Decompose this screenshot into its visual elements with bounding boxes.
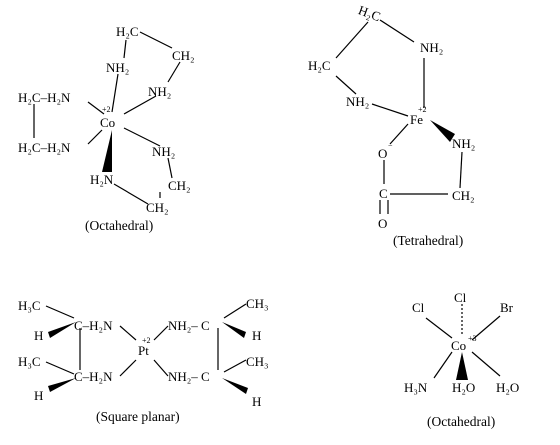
label: CH₂: [452, 188, 475, 203]
bond: [139, 31, 173, 49]
label: H: [34, 328, 43, 343]
bond: [223, 359, 247, 373]
bond: [167, 61, 181, 83]
label: NH₂: [346, 94, 369, 109]
label: H₂O: [452, 380, 475, 395]
charge: +2: [142, 336, 151, 345]
metal-center: Co: [451, 338, 466, 353]
structure-co-oct: Cl Cl Br +3 Co H₃N H₂O H₂O (Octahedral): [404, 290, 519, 429]
bond: [119, 325, 137, 341]
label: H: [252, 328, 261, 343]
label: CH₂: [172, 48, 195, 63]
label: Cl: [454, 290, 467, 305]
bond: [167, 157, 173, 179]
label: NH₂: [148, 84, 171, 99]
label: O: [378, 216, 387, 231]
bond: [123, 95, 157, 115]
wedge-bond: [456, 352, 468, 380]
bond: [425, 317, 453, 339]
bond: [371, 103, 409, 117]
caption: (Square planar): [96, 409, 180, 424]
bond: [433, 351, 453, 379]
bond: [45, 361, 75, 375]
bond: [223, 303, 247, 319]
wedge-bond: [430, 120, 455, 142]
label: Cl: [412, 300, 425, 315]
label: CH₂: [168, 178, 191, 193]
label: NH₂: [106, 60, 129, 75]
structure-pt-sq: H₃C H C–H₂N H₃C H C–H₂N +2 Pt NH₂– C CH₃…: [18, 296, 269, 424]
bond: [153, 359, 169, 377]
bond: [153, 325, 169, 341]
label: H₂N: [90, 172, 114, 187]
label: H₂C–H₂N: [18, 140, 71, 155]
structure-co-en: H₂C CH₂ NH₂ NH₂ H₂C–H₂N +2 Co H₂C–H₂N NH…: [18, 24, 195, 233]
bond: [379, 19, 415, 43]
label: H₃C: [18, 354, 41, 369]
label: NH₂– C: [168, 369, 210, 384]
charge-minus: −: [388, 141, 393, 150]
label: C–H₂N: [74, 318, 113, 333]
label: H₃N: [404, 380, 428, 395]
metal-center: Pt: [138, 343, 149, 358]
caption: (Octahedral): [427, 414, 495, 429]
bond: [389, 123, 409, 145]
label: C–H₂N: [74, 369, 113, 384]
caption: (Octahedral): [85, 218, 153, 233]
label: H₂C: [356, 2, 382, 24]
bond: [119, 359, 137, 377]
label: H₂C–H₂N: [18, 90, 71, 105]
bond: [471, 351, 501, 377]
caption: (Tetrahedral): [393, 233, 463, 248]
bond: [459, 151, 463, 189]
label: NH₂: [420, 40, 443, 55]
bond: [335, 75, 357, 95]
label: CH₂: [146, 200, 169, 215]
bond: [471, 315, 501, 341]
bond: [123, 39, 127, 59]
wedge-bond: [48, 322, 76, 338]
metal-center: Co: [100, 115, 115, 130]
metal-center: Fe: [410, 112, 423, 127]
bond: [335, 21, 369, 59]
label: H₂O: [496, 380, 519, 395]
label: O: [378, 146, 387, 161]
label: H₃C: [18, 298, 41, 313]
charge: +2: [102, 105, 111, 114]
bond: [123, 127, 161, 147]
wedge-bond: [102, 130, 112, 172]
label: C: [379, 186, 388, 201]
label: H: [34, 388, 43, 403]
label: H: [252, 394, 261, 409]
label: H₂C: [308, 58, 331, 73]
label: NH₂– C: [168, 318, 210, 333]
wedge-bond: [48, 378, 76, 392]
label: H₂C: [116, 24, 139, 39]
label: Br: [500, 300, 514, 315]
bond: [113, 183, 149, 205]
label: CH₃: [246, 296, 269, 311]
bond: [87, 129, 103, 145]
bond: [111, 73, 119, 113]
charge: +2: [418, 105, 427, 114]
bond: [87, 101, 105, 115]
label: NH₂: [152, 144, 175, 159]
bond: [45, 305, 75, 319]
wedge-bond: [222, 378, 248, 394]
structure-fe-gly: H₂C NH₂ H₂C NH₂ +2 Fe O − NH₂ C O CH₂ (T…: [308, 2, 475, 248]
charge: +3: [468, 334, 477, 343]
wedge-bond: [222, 322, 246, 338]
label: NH₂: [452, 136, 475, 151]
label: CH₃: [246, 354, 269, 369]
